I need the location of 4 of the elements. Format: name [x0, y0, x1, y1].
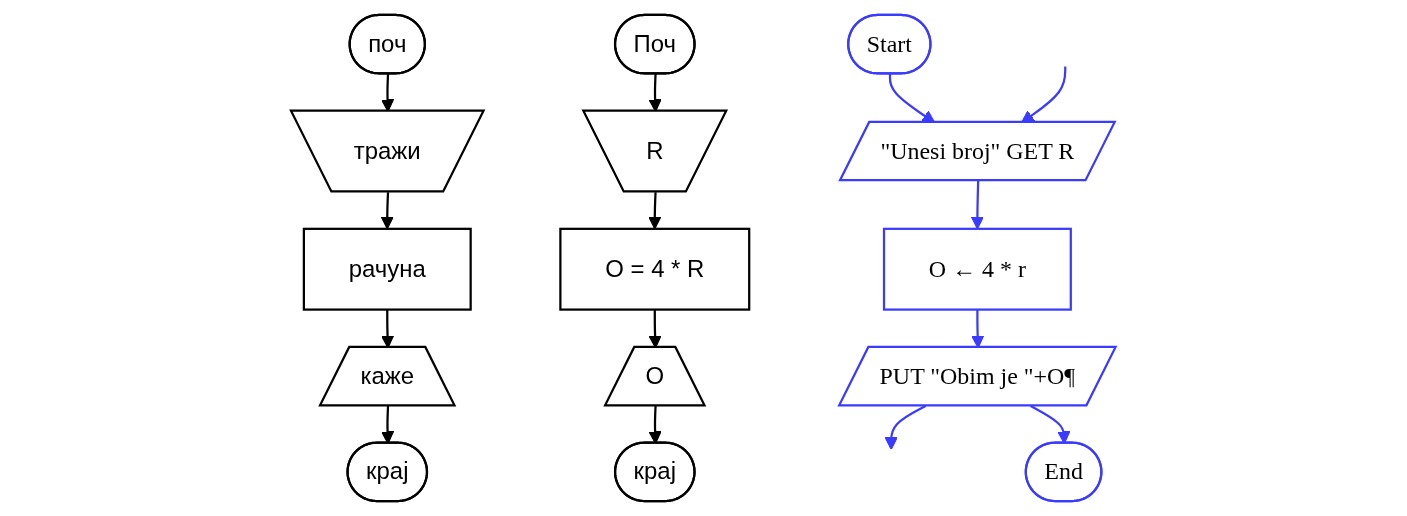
node-box: рачуна — [302, 227, 472, 311]
node-box: O = 4 * R — [559, 227, 751, 311]
node-box: O ← 4 * r — [883, 227, 1073, 311]
arrow — [884, 405, 927, 450]
